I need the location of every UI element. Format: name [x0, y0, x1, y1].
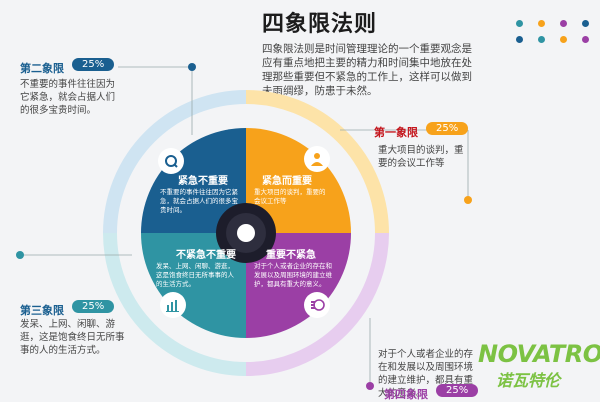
intro-paragraph: 四象限法则是时间管理理论的一个重要观念是应有重点地把主要的精力和时间集中地放在处…: [262, 43, 472, 97]
connector-q4-dot: [366, 382, 374, 390]
quadrant-1-sector: [246, 128, 351, 233]
q2-inner-text: 不重要的事件往往因为它紧急，就会占据人们的很多宝贵时间。: [160, 188, 238, 214]
q2-description: 不重要的事件往往因为它紧急，就会占据人们的很多宝贵时间。: [20, 79, 116, 116]
bar-chart-icon: [160, 292, 188, 320]
outer-ring-q2: [103, 90, 247, 234]
outer-ring-q1: [245, 90, 389, 234]
q2-inner-label: 紧急不重要: [178, 176, 228, 187]
q4-inner-text: 对于个人或者企业的存在和发展以及周围环境的建立维护，都具有重大的意义。: [254, 262, 332, 288]
chat-bubble-icon: [158, 148, 186, 176]
outer-ring-q3: [103, 232, 247, 376]
q2-percent-badge: 25%: [72, 58, 115, 71]
novatron-logo-wordmark: NOVATRON: [478, 340, 600, 368]
q4-description: 对于个人或者企业的存在和发展以及周围环境的建立维护，都具有重大的意义。: [378, 349, 474, 399]
connector-q3-dot: [16, 251, 24, 259]
q1-inner-text: 重大项目的谈判，重要的会议工作等: [254, 188, 326, 205]
q3-description: 发呆、上网、闲聊、游逛，这是饱食终日无所事事的人的生活方式。: [20, 319, 125, 356]
q2-heading: 第二象限: [20, 62, 64, 75]
q1-inner-label: 紧急而重要: [262, 176, 312, 187]
connector-q2-dot: [188, 63, 196, 71]
quadrant-3-sector: [141, 233, 246, 338]
decorative-dots: [516, 20, 592, 50]
q4-inner-label: 重要不紧急: [266, 250, 316, 261]
novatron-logo-chinese: 诺瓦特伦: [496, 371, 561, 390]
q1-percent-badge: 25%: [426, 122, 469, 135]
connector-q1-dot: [464, 196, 472, 204]
q3-percent-badge: 25%: [72, 300, 115, 313]
q3-inner-label: 不紧急不重要: [176, 250, 236, 261]
person-icon: [304, 146, 332, 174]
coin-icon: [304, 292, 332, 320]
center-dot: [237, 224, 255, 242]
q4-heading: 第四象限: [384, 388, 428, 401]
outer-ring-q4: [245, 232, 389, 376]
q4-percent-badge: 25%: [436, 384, 479, 397]
page-title: 四象限法则: [262, 12, 378, 37]
quadrant-4-sector: [246, 233, 351, 338]
q1-description: 重大项目的谈判，重要的会议工作等: [378, 145, 464, 169]
quadrant-2-sector: [141, 128, 246, 233]
q1-heading: 第一象限: [374, 126, 418, 139]
q3-heading: 第三象限: [20, 304, 64, 317]
q3-inner-text: 发呆、上网、闲聊、游逛，这是饱食终日无所事事的人的生活方式。: [156, 262, 234, 288]
